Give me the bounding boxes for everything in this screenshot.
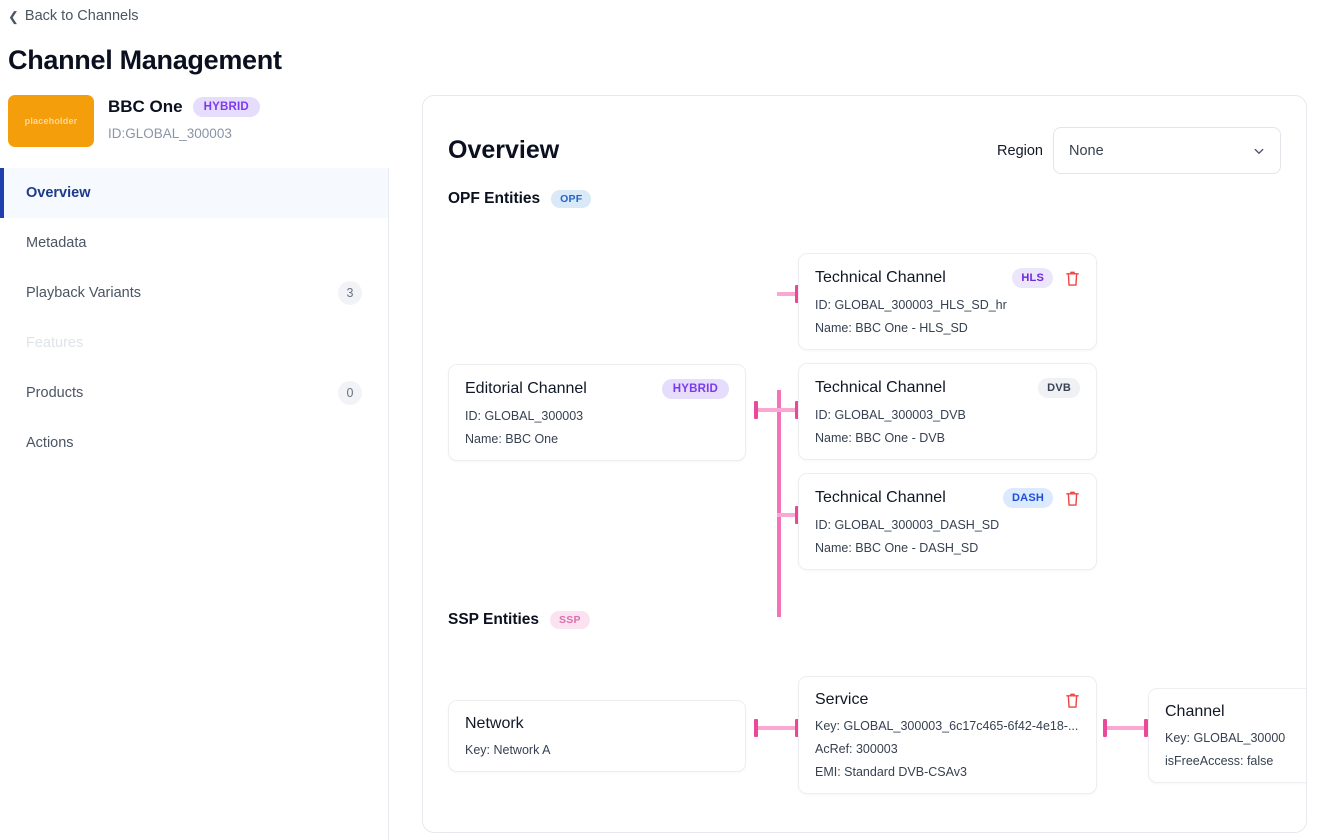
region-label: Region <box>997 142 1043 159</box>
network-card[interactable]: Network Key: Network A <box>448 700 746 772</box>
back-to-channels-link[interactable]: ❮ Back to Channels <box>8 8 139 24</box>
delete-icon[interactable] <box>1065 692 1080 709</box>
technical-channel-card-dvb[interactable]: Technical Channel DVB ID: GLOBAL_300003_… <box>798 363 1097 460</box>
region-select[interactable]: None <box>1053 127 1281 174</box>
channel-type-badge: HYBRID <box>192 97 260 117</box>
card-line-key: Key: Network A <box>465 743 551 757</box>
ssp-section-title: SSP Entities <box>448 611 540 628</box>
channel-identity: placeholder BBC One HYBRID ID:GLOBAL_300… <box>8 95 260 147</box>
sidebar-item-label: Metadata <box>26 235 87 251</box>
ssp-section-badge: SSP <box>550 611 590 629</box>
sidebar-item-actions[interactable]: Actions <box>0 418 388 468</box>
sidebar: Overview Metadata Playback Variants 3 Fe… <box>0 168 389 840</box>
opf-section-header: OPF Entities OPF <box>448 190 592 208</box>
opf-connector-dash <box>777 513 799 517</box>
opf-connector-cap-dvb-left <box>795 401 799 419</box>
card-title: Technical Channel <box>815 489 946 506</box>
region-value: None <box>1069 142 1104 159</box>
card-line-name: Name: BBC One <box>465 432 559 446</box>
editorial-channel-badge: HYBRID <box>661 379 729 399</box>
region-selector: Region None <box>997 127 1281 174</box>
ssp-connector-service-channel <box>1105 726 1148 730</box>
card-title: Channel <box>1165 703 1225 720</box>
technical-channel-badge: HLS <box>1012 268 1053 288</box>
service-card[interactable]: Service Key: GLOBAL_300003_6c17c465-6f42… <box>798 676 1097 794</box>
technical-channel-card-hls[interactable]: Technical Channel HLS ID: GLOBAL_300003_… <box>798 253 1097 350</box>
sidebar-item-playback-variants[interactable]: Playback Variants 3 <box>0 268 388 318</box>
opf-connector-cap-editorial <box>754 401 758 419</box>
overview-panel: Overview Region None OPF Entities OPF Ed… <box>422 95 1307 833</box>
sidebar-item-overview[interactable]: Overview <box>0 168 388 218</box>
card-title: Network <box>465 715 524 732</box>
card-line-id: ID: GLOBAL_300003_HLS_SD_hr <box>815 298 1007 312</box>
card-line-name: Name: BBC One - HLS_SD <box>815 321 968 335</box>
card-line-key: Key: GLOBAL_30000 <box>1165 731 1286 745</box>
card-line-emi: EMI: Standard DVB-CSAv3 <box>815 765 967 779</box>
sidebar-item-label: Overview <box>26 185 91 201</box>
card-title: Editorial Channel <box>465 380 587 397</box>
sidebar-item-label: Features <box>26 335 84 351</box>
back-to-channels-label: Back to Channels <box>24 8 139 24</box>
overview-header: Overview Region None <box>448 127 1281 174</box>
channel-thumbnail-label: placeholder <box>24 116 78 126</box>
sidebar-item-label: Actions <box>26 435 74 451</box>
ssp-connector-cap-channel <box>1144 719 1148 737</box>
ssp-connector-cap-network <box>754 719 758 737</box>
card-title: Technical Channel <box>815 269 946 286</box>
sidebar-item-label: Products <box>26 385 84 401</box>
card-line-name: Name: BBC One - DASH_SD <box>815 541 979 555</box>
editorial-channel-card[interactable]: Editorial Channel HYBRID ID: GLOBAL_3000… <box>448 364 746 461</box>
card-line-name: Name: BBC One - DVB <box>815 431 945 445</box>
technical-channel-badge: DVB <box>1038 378 1080 398</box>
technical-channel-badge: DASH <box>1003 488 1053 508</box>
delete-icon[interactable] <box>1065 490 1080 507</box>
overview-title: Overview <box>448 136 560 164</box>
card-line-key: Key: GLOBAL_300003_6c17c465-6f42-4e18-..… <box>815 719 1079 733</box>
opf-connector-cap-hls <box>795 285 799 303</box>
sidebar-item-count: 0 <box>338 381 362 405</box>
technical-channel-card-dash[interactable]: Technical Channel DASH ID: GLOBAL_300003… <box>798 473 1097 570</box>
ssp-connector-cap-service-right <box>1103 719 1107 737</box>
opf-section-badge: OPF <box>551 190 592 208</box>
card-line-acref: AcRef: 300003 <box>815 742 898 756</box>
page-title: Channel Management <box>8 45 282 75</box>
opf-connector-cap-dash <box>795 506 799 524</box>
opf-connector-hls <box>777 292 799 296</box>
channel-id: ID:GLOBAL_300003 <box>108 126 232 141</box>
sidebar-item-features: Features <box>0 318 388 368</box>
card-line-isfreeaccess: isFreeAccess: false <box>1165 754 1274 768</box>
card-title: Technical Channel <box>815 379 946 396</box>
channel-name: BBC One <box>108 97 183 116</box>
card-line-id: ID: GLOBAL_300003_DVB <box>815 408 966 422</box>
sidebar-item-count: 3 <box>338 281 362 305</box>
ssp-connector-cap-service-left <box>795 719 799 737</box>
channel-thumbnail: placeholder <box>8 95 94 147</box>
sidebar-item-label: Playback Variants <box>26 285 141 301</box>
opf-connector-trunk <box>777 390 781 617</box>
card-line-id: ID: GLOBAL_300003 <box>465 409 584 423</box>
sidebar-item-products[interactable]: Products 0 <box>0 368 388 418</box>
delete-icon[interactable] <box>1065 270 1080 287</box>
ssp-connector-network-service <box>756 726 799 730</box>
chevron-left-icon: ❮ <box>8 8 19 24</box>
sidebar-item-metadata[interactable]: Metadata <box>0 218 388 268</box>
channel-card[interactable]: Channel Key: GLOBAL_30000 isFreeAccess: … <box>1148 688 1306 783</box>
chevron-down-icon <box>1254 148 1264 154</box>
card-line-id: ID: GLOBAL_300003_DASH_SD <box>815 518 1000 532</box>
card-title: Service <box>815 691 869 708</box>
opf-connector-editorial <box>756 408 799 412</box>
opf-section-title: OPF Entities <box>448 190 541 207</box>
ssp-section-header: SSP Entities SSP <box>448 611 590 629</box>
